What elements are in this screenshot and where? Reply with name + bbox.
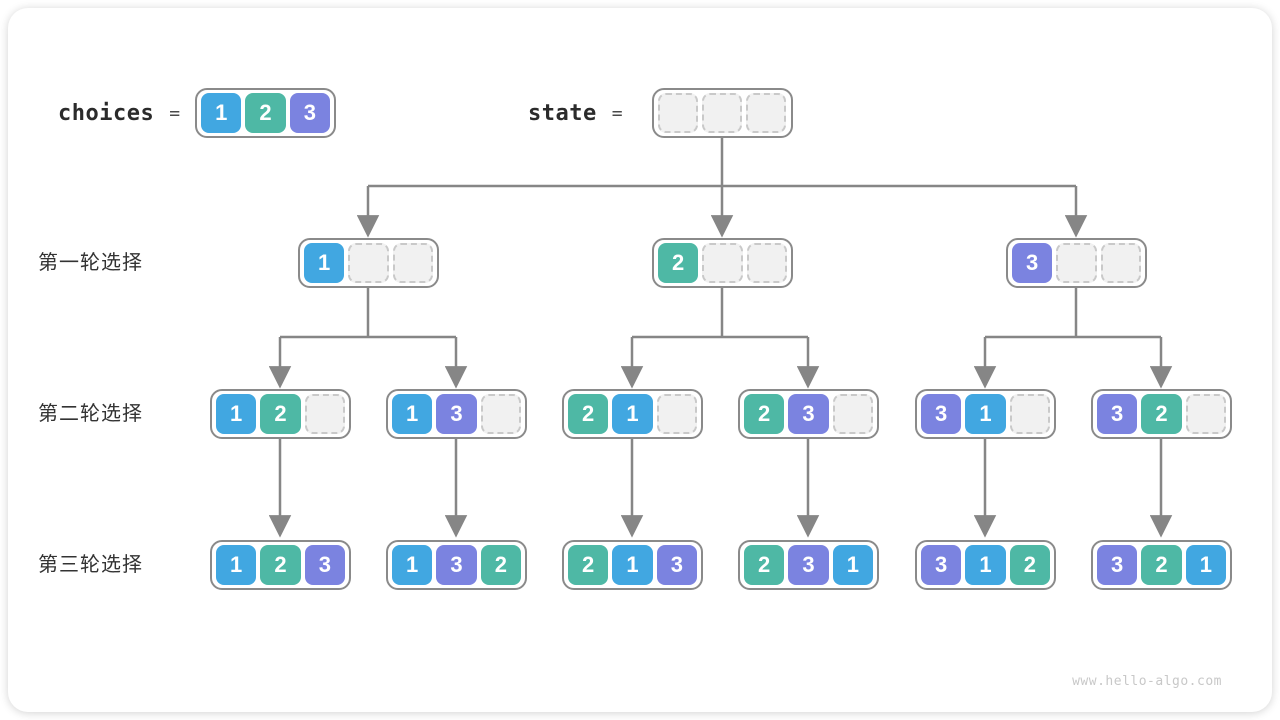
state-cell: 3 bbox=[436, 545, 477, 585]
state-cell: 3 bbox=[304, 545, 345, 585]
state-cell-empty bbox=[1100, 243, 1141, 283]
watermark: www.hello-algo.com bbox=[1072, 674, 1222, 689]
state-cell: 2 bbox=[658, 243, 699, 283]
choices-cell: 2 bbox=[245, 93, 286, 133]
state-cell: 2 bbox=[1141, 545, 1182, 585]
state-cell: 3 bbox=[1012, 243, 1053, 283]
state-label: state bbox=[528, 100, 597, 126]
choices-equals-sign: = bbox=[169, 102, 181, 124]
state-cell: 2 bbox=[260, 545, 301, 585]
state-cell: 1 bbox=[965, 394, 1006, 434]
state-cell: 2 bbox=[1141, 394, 1182, 434]
state-cell-empty bbox=[1185, 394, 1226, 434]
state-cell: 1 bbox=[216, 394, 257, 434]
state-cell-empty bbox=[480, 394, 521, 434]
state-node: 1 bbox=[298, 238, 439, 288]
state-cell: 3 bbox=[788, 394, 829, 434]
state-cell-empty bbox=[304, 394, 345, 434]
state-cell: 3 bbox=[656, 545, 697, 585]
state-cell-empty bbox=[348, 243, 389, 283]
state-cell: 2 bbox=[1009, 545, 1050, 585]
state-cell: 1 bbox=[304, 243, 345, 283]
state-cell: 3 bbox=[921, 545, 962, 585]
state-node: 2 bbox=[652, 238, 793, 288]
state-cell: 1 bbox=[612, 394, 653, 434]
state-cell: 2 bbox=[568, 394, 609, 434]
state-cell: 1 bbox=[965, 545, 1006, 585]
state-cell-empty bbox=[832, 394, 873, 434]
state-cell-empty bbox=[392, 243, 433, 283]
state-cell: 2 bbox=[480, 545, 521, 585]
state-cell: 3 bbox=[788, 545, 829, 585]
row-label-round-3: 第三轮选择 bbox=[38, 554, 143, 576]
state-cell-empty bbox=[746, 93, 787, 133]
state-cell: 2 bbox=[744, 545, 785, 585]
state-cell: 3 bbox=[921, 394, 962, 434]
state-legend: state = bbox=[528, 88, 638, 138]
state-cell: 2 bbox=[568, 545, 609, 585]
state-cell-empty bbox=[702, 243, 743, 283]
row-label-round-2: 第二轮选择 bbox=[38, 403, 143, 425]
state-cell: 1 bbox=[392, 394, 433, 434]
state-cell: 1 bbox=[612, 545, 653, 585]
state-array bbox=[651, 88, 793, 138]
choices-cell: 1 bbox=[201, 93, 242, 133]
state-cell: 2 bbox=[744, 394, 785, 434]
state-equals-sign: = bbox=[611, 102, 623, 124]
state-cell: 3 bbox=[436, 394, 477, 434]
state-cell: 1 bbox=[832, 545, 873, 585]
state-node: 3 bbox=[1006, 238, 1147, 288]
state-cell-empty bbox=[1009, 394, 1050, 434]
state-cell: 1 bbox=[392, 545, 433, 585]
row-label-round-1: 第一轮选择 bbox=[38, 252, 143, 274]
state-cell-empty bbox=[746, 243, 787, 283]
state-cell: 3 bbox=[1097, 394, 1138, 434]
state-cell: 3 bbox=[1097, 545, 1138, 585]
state-cell-empty bbox=[657, 93, 698, 133]
state-cell-empty bbox=[1056, 243, 1097, 283]
choices-label: choices bbox=[58, 100, 155, 126]
state-cell-empty bbox=[701, 93, 743, 133]
state-cell-empty bbox=[656, 394, 697, 434]
state-cell: 2 bbox=[260, 394, 301, 434]
choices-cell: 3 bbox=[289, 93, 331, 133]
state-cell: 1 bbox=[1185, 545, 1226, 585]
state-cell: 1 bbox=[216, 545, 257, 585]
